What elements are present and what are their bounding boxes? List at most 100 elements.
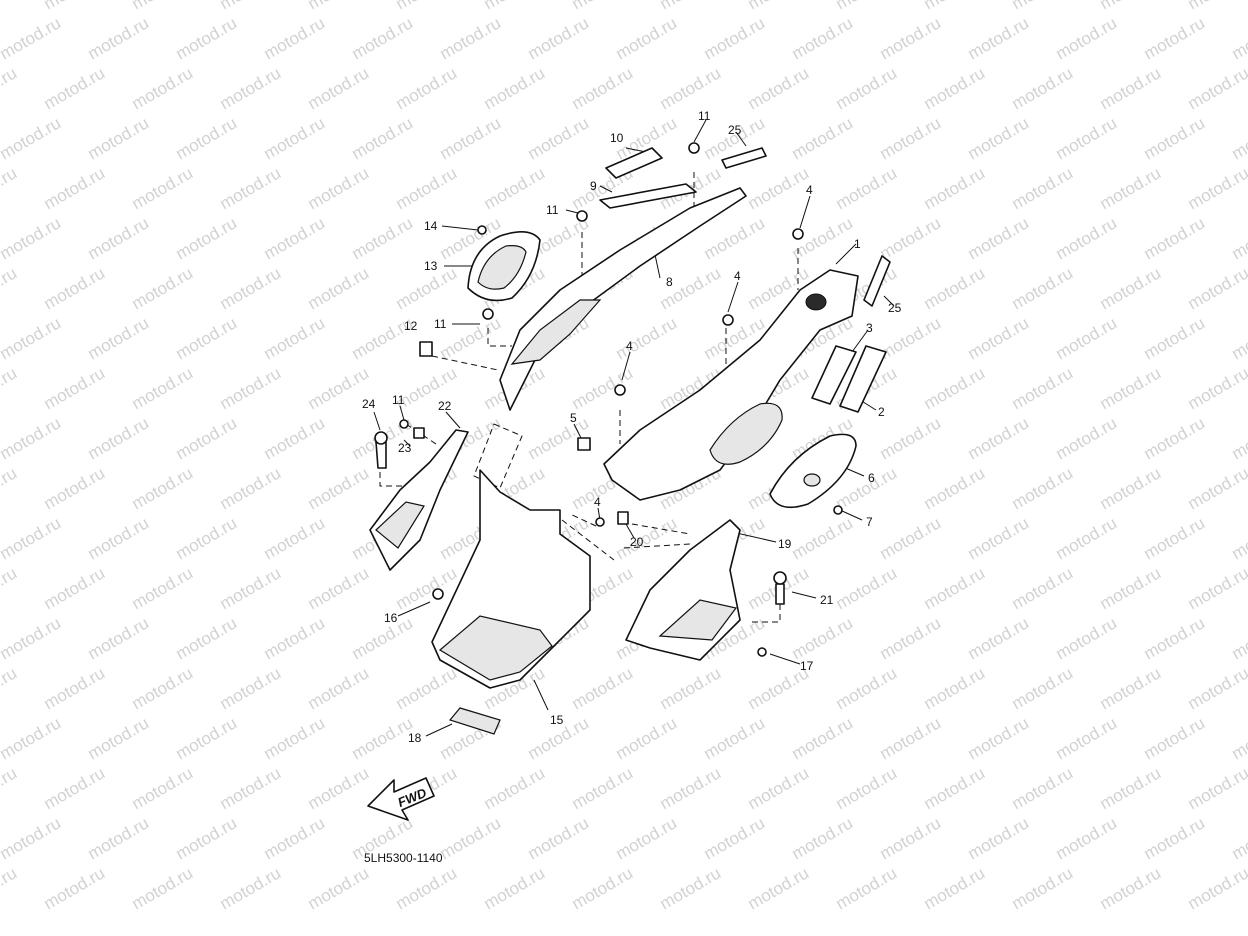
callout-10: 10 [610,131,624,145]
watermark-text: motod.ru [0,413,64,463]
watermark-text: motod.ru [1141,313,1209,363]
watermark-text: motod.ru [41,463,109,513]
watermark-text: motod.ru [217,663,285,713]
watermark-text: motod.ru [1097,263,1165,313]
watermark-text: motod.ru [877,413,945,463]
callout-19: 19 [778,537,792,551]
watermark-text: motod.ru [1053,413,1121,463]
watermark-text: motod.ru [877,313,945,363]
clip-20 [617,511,629,525]
watermark-text: motod.ru [173,13,241,63]
watermark-text: motod.ru [657,663,725,713]
watermark-text: motod.ru [393,663,461,713]
watermark-text: motod.ru [0,13,64,63]
watermark-text: motod.ru [789,713,857,763]
callout-24: 24 [362,397,376,411]
watermark-text: motod.ru [41,763,109,813]
watermark-text: motod.ru [0,63,20,113]
watermark-text: motod.ru [613,313,681,363]
watermark-text: motod.ru [261,213,329,263]
sticker-3 [811,345,857,405]
watermark-text: motod.ru [1097,63,1165,113]
callout-17: 17 [800,659,814,673]
watermark-text: motod.ru [1097,663,1165,713]
watermark-text: motod.ru [1097,463,1165,513]
watermark-text: motod.ru [41,0,109,13]
watermark-text: motod.ru [129,163,197,213]
step-panel-19-grip [658,599,738,641]
watermark-text: motod.ru [877,513,945,563]
watermark-text: motod.ru [1185,0,1248,13]
watermark-text: motod.ru [921,363,989,413]
screw-4-d [595,517,605,527]
side-rail-8 [499,187,747,411]
fasteners [374,142,843,657]
watermark-text: motod.ru [921,863,989,913]
watermark-text: motod.ru [173,513,241,563]
watermark-text: motod.ru [833,163,901,213]
watermark-text: motod.ru [0,363,20,413]
screw-7 [833,505,843,515]
watermark-text: motod.ru [833,863,901,913]
watermark-text: motod.ru [921,0,989,13]
watermark-text: motod.ru [921,63,989,113]
watermark-text: motod.ru [613,713,681,763]
watermark-text: motod.ru [261,813,329,863]
watermark-text: motod.ru [261,613,329,663]
watermark-text: motod.ru [305,663,373,713]
watermark-text: motod.ru [965,213,1033,263]
watermark-text: motod.ru [877,213,945,263]
watermark-text: motod.ru [0,563,20,613]
watermark-text: motod.ru [0,513,64,563]
assembly-lines [379,172,799,623]
watermark-text: motod.ru [481,63,549,113]
callout-15: 15 [550,713,564,727]
watermark-text: motod.ru [965,813,1033,863]
watermark-text: motod.ru [1229,713,1248,763]
watermark-text: motod.ru [569,763,637,813]
watermark-text: motod.ru [833,563,901,613]
clip-23 [413,427,425,439]
callout-18: 18 [408,731,422,745]
watermark-text: motod.ru [217,863,285,913]
sticker-10 [605,147,663,179]
callout-20: 20 [630,535,644,549]
diagram-code: 5LH5300-1140 [364,851,443,865]
callout-11c: 11 [434,317,447,331]
watermark-text: motod.ru [305,263,373,313]
watermark-text: motod.ru [613,813,681,863]
watermark-text: motod.ru [1053,613,1121,663]
watermark-text: motod.ru [1053,13,1121,63]
callout-5: 5 [570,411,577,425]
watermark-text: motod.ru [305,763,373,813]
watermark-text: motod.ru [217,763,285,813]
watermark-text: motod.ru [217,463,285,513]
watermark-text: motod.ru [349,613,417,663]
screw-4-a [792,228,804,240]
watermark-text: motod.ru [1097,763,1165,813]
watermark-text: motod.ru [305,0,373,13]
watermark-text: motod.ru [1141,513,1209,563]
watermark-text: motod.ru [921,163,989,213]
callout-2: 2 [878,405,885,419]
watermark-text: motod.ru [1185,663,1248,713]
watermark-text: motod.ru [1009,63,1077,113]
watermark-text: motod.ru [0,613,64,663]
watermark-text: motod.ru [173,313,241,363]
watermark-text: motod.ru [437,113,505,163]
side-panel-22-grip [375,501,425,549]
callout-25b: 25 [888,301,902,315]
watermark-text: motod.ru [877,813,945,863]
watermark-text: motod.ru [569,0,637,13]
watermark-text: motod.ru [1141,413,1209,463]
screw-11-low [399,419,409,429]
bolt-21-head [773,571,787,585]
callout-3: 3 [866,321,873,335]
watermark-text: motod.ru [173,813,241,863]
callout-4c: 4 [626,339,633,353]
lid-6 [769,433,857,509]
watermark-text: motod.ru [657,0,725,13]
watermark-text: motod.ru [1229,13,1248,63]
watermark-text: motod.ru [833,0,901,13]
